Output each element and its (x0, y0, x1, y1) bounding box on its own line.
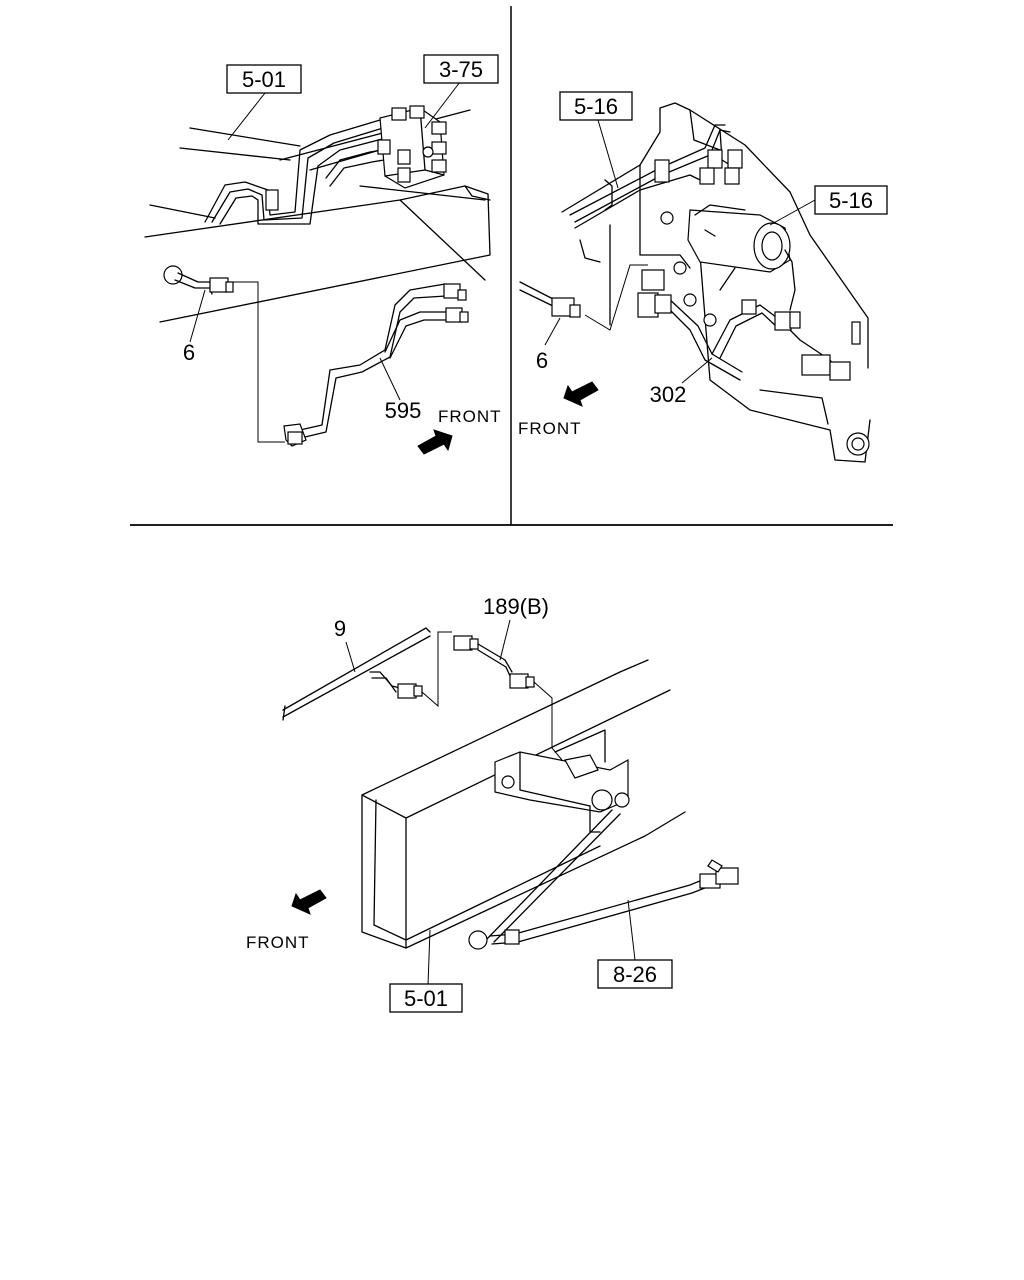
callout-harness-label: 302 (650, 382, 687, 407)
callout-connector-label: 6 (183, 340, 195, 365)
harness-302 (584, 249, 861, 381)
frame-rail (144, 109, 491, 323)
top-left-panel: 5-01 3-75 6 595 FRONT (144, 54, 502, 455)
top-right-leaders (544, 119, 816, 384)
front-arrow-icon (291, 889, 327, 915)
front-arrow-icon (417, 429, 453, 455)
front-label: FRONT (438, 407, 502, 426)
connector-6 (519, 281, 581, 318)
callout-rod-8-26: 8-26 (597, 959, 673, 989)
sensor-bracket (494, 751, 630, 833)
callout-harness-label: 595 (385, 398, 422, 423)
actuator-motor (687, 204, 791, 291)
callout-connector-label: 6 (536, 348, 548, 373)
callout-valve-3-75: 3-75 (423, 54, 499, 84)
callout-actuator-label: 5-16 (829, 188, 873, 213)
callout-frame-5-01: 5-01 (226, 64, 302, 94)
panel-dividers (130, 6, 893, 526)
connector-189b (453, 635, 563, 761)
actuator-pipes (569, 124, 743, 223)
link-rods (468, 809, 739, 950)
harness-595 (232, 281, 469, 447)
front-arrow-icon (563, 381, 599, 407)
sensor-connector (163, 265, 234, 295)
top-left-leaders (189, 81, 461, 401)
frame-rail (361, 659, 686, 949)
callout-actuator-5-16: 5-16 (814, 185, 888, 215)
callout-harness-label: 9 (334, 616, 346, 641)
front-label: FRONT (518, 419, 582, 438)
valve-block (377, 105, 447, 189)
callout-bracket-5-16: 5-16 (559, 91, 633, 121)
callout-rod-label: 8-26 (613, 962, 657, 987)
top-right-panel: 5-16 5-16 6 302 FRONT (518, 91, 888, 463)
callout-bracket-label: 5-16 (574, 94, 618, 119)
bottom-panel: 9 189(B) 5-01 8-26 FRONT (246, 594, 739, 1013)
callout-frame-5-01: 5-01 (389, 983, 463, 1013)
mounting-bracket (561, 102, 871, 463)
front-label: FRONT (246, 933, 310, 952)
harness-9 (282, 627, 452, 721)
callout-valve-label: 3-75 (439, 57, 483, 82)
callout-frame-label: 5-01 (242, 67, 286, 92)
callout-connector-label: 189(B) (483, 594, 549, 619)
brake-pipes (204, 111, 405, 225)
callout-frame-label: 5-01 (404, 986, 448, 1011)
bottom-leaders (345, 619, 636, 986)
